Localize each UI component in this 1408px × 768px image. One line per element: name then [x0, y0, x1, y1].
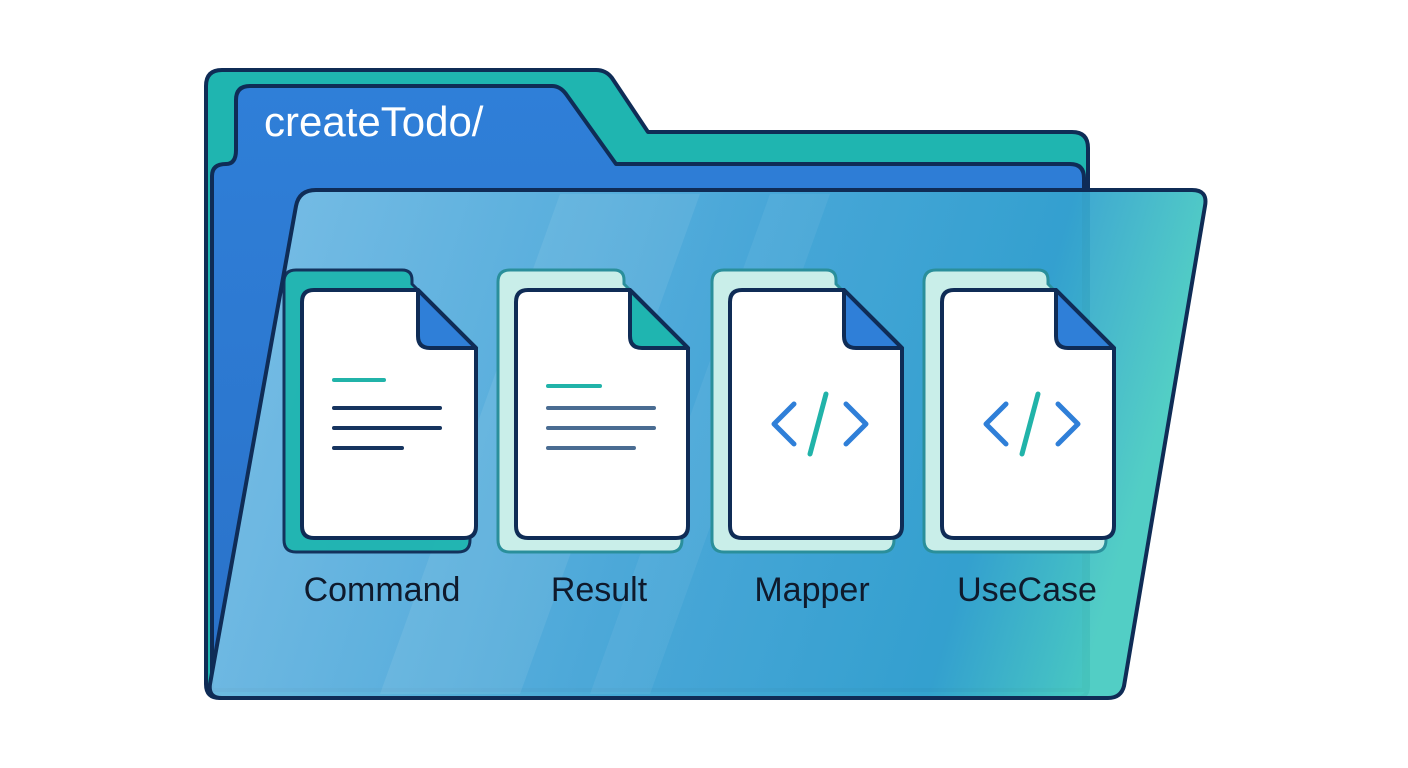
file-usecase-corner	[1054, 288, 1116, 350]
file-mapper[interactable]: Mapper	[710, 268, 904, 609]
folder-name: createTodo/	[264, 98, 484, 145]
file-label: Mapper	[754, 571, 869, 609]
file-usecase[interactable]: UseCase	[922, 268, 1116, 609]
file-label: Command	[304, 571, 461, 609]
document-lines-icon	[546, 384, 656, 450]
code-brackets-icon	[983, 391, 1081, 457]
file-command-sheet	[300, 288, 478, 540]
file-command[interactable]: Command	[282, 268, 478, 609]
file-result-corner	[628, 288, 690, 350]
file-result-sheet	[514, 288, 690, 540]
file-mapper-sheet	[728, 288, 904, 540]
file-mapper-corner	[842, 288, 904, 350]
code-brackets-icon	[771, 391, 869, 457]
file-label: Result	[551, 571, 648, 609]
file-usecase-sheet	[940, 288, 1116, 540]
document-lines-icon	[332, 378, 442, 450]
file-result[interactable]: Result	[496, 268, 690, 609]
file-label: UseCase	[957, 571, 1097, 609]
file-command-corner	[416, 288, 478, 350]
